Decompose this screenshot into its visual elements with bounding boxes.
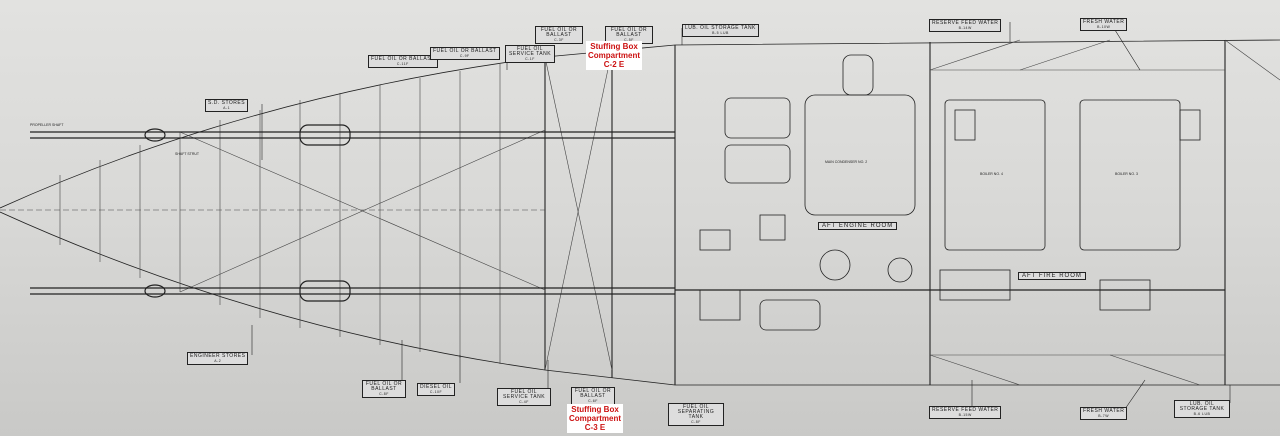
label-text: FUEL OIL OR BALLAST xyxy=(371,56,435,62)
label-text: FRESH WATER xyxy=(1083,408,1125,414)
label-text: FUEL OIL SERVICE TANK xyxy=(508,46,552,57)
label-code: B-15W xyxy=(958,413,972,417)
label-code: C-10F xyxy=(429,390,443,394)
label-text: LUB. OIL STORAGE TANK xyxy=(1179,401,1225,412)
label-code: C-11F xyxy=(396,62,409,66)
label-code: B-6 LUB xyxy=(1193,412,1211,416)
label-code: C-3F xyxy=(554,38,564,42)
engine-room-equipment xyxy=(699,54,916,331)
label-code: B-10W xyxy=(1097,25,1111,29)
main-condenser xyxy=(804,94,916,216)
label-code: C-4F xyxy=(519,400,529,404)
label-text: FUEL OIL OR BALLAST xyxy=(540,27,578,38)
label-text: FUEL OIL SERVICE TANK xyxy=(502,389,546,400)
annotation-line: C-3 E xyxy=(584,423,606,432)
annotation-line: C-2 E xyxy=(603,60,625,69)
label-text: FUEL OIL OR BALLAST xyxy=(574,388,612,399)
label-text: FRESH WATER xyxy=(1083,19,1125,25)
label-text: LUB. OIL STORAGE TANK xyxy=(685,25,756,31)
label-text: ENGINEER STORES xyxy=(190,353,246,359)
label-code: C-1F xyxy=(525,57,535,61)
label-text: S.D. STORES xyxy=(208,100,246,106)
label-code: B-5 LUB xyxy=(712,31,729,35)
label-text: FUEL OIL OR BALLAST xyxy=(433,48,497,54)
label-code: C-6F xyxy=(588,399,598,403)
label-text: FUEL OIL OR BALLAST xyxy=(365,381,403,392)
label-code: C-8F xyxy=(379,392,389,396)
annotation-stuffing-box-c3e: Stuffing Box Compartment C-3 E xyxy=(567,404,624,433)
label-code: B-7W xyxy=(1098,414,1110,418)
label-propeller-shaft: PROPELLER SHAFT xyxy=(30,123,64,127)
label-code: A-2 xyxy=(214,359,222,363)
propeller-shafts xyxy=(30,124,1225,302)
label-text: DIESEL OIL xyxy=(420,384,453,390)
label-text: RESERVE FEED WATER xyxy=(932,407,999,413)
annotation-line: Stuffing Box xyxy=(590,42,638,51)
hull-outline-bottom xyxy=(0,211,1280,386)
label-shaft-strut: SHAFT STRUT xyxy=(175,152,200,156)
label-boiler-4: BOILER NO. 4 xyxy=(980,172,1003,176)
label-code: A-1 xyxy=(223,106,231,110)
label-code: C-8F xyxy=(691,420,701,424)
label-aft-engine-room: AFT ENGINE ROOM xyxy=(818,222,898,230)
annotation-stuffing-box-c2e: Stuffing Box Compartment C-2 E xyxy=(586,41,643,70)
label-code: C-5F xyxy=(624,38,634,42)
annotation-line: Stuffing Box xyxy=(571,405,619,414)
label-text: RESERVE FEED WATER xyxy=(932,20,999,26)
annotation-line: Compartment xyxy=(569,414,622,423)
label-aft-fire-room: AFT FIRE ROOM xyxy=(1018,272,1086,280)
bulkheads xyxy=(544,40,1226,385)
label-text: FUEL OIL OR BALLAST xyxy=(610,27,648,38)
label-code: C-9F xyxy=(459,54,470,58)
frame-lines xyxy=(0,49,613,371)
hull-outline-top xyxy=(0,39,1280,209)
label-main-condenser: MAIN CONDENSER NO. 2 xyxy=(825,160,868,164)
annotation-line: Compartment xyxy=(588,51,641,60)
label-boiler-3: BOILER NO. 3 xyxy=(1115,172,1138,176)
label-text: FUEL OIL SEPARATING TANK xyxy=(677,404,715,420)
label-code: B-14W xyxy=(958,26,972,30)
fire-room-boilers xyxy=(939,99,1201,311)
